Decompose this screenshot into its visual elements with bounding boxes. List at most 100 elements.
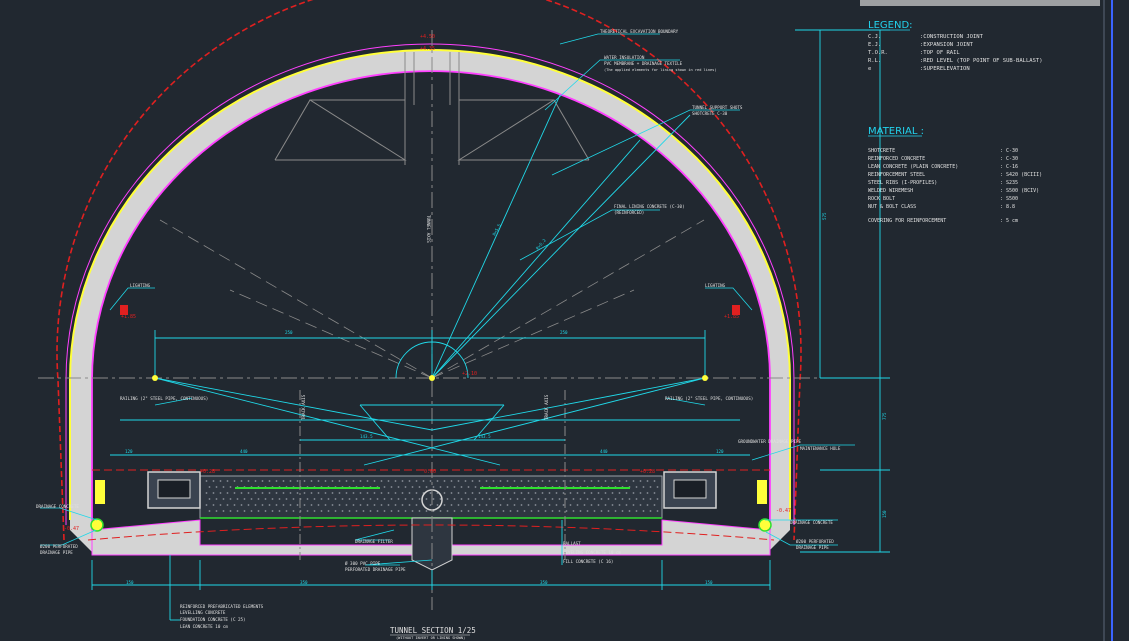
ballast-stone (450, 480, 453, 482)
ballast-stone (390, 486, 393, 488)
ballast-stone (492, 504, 495, 506)
ballast-stone (495, 498, 498, 500)
dim-h2: 150 (882, 510, 887, 518)
ballast-stone (282, 504, 285, 506)
right-lighting-fixture (732, 305, 740, 315)
ballast-stone (621, 510, 624, 512)
ballast-stone (565, 498, 568, 500)
ballast-stone (292, 510, 295, 512)
ballast-stone (450, 492, 453, 494)
label-fill-concrete: FILL CONCRETE (C 16) (563, 559, 613, 564)
ballast-stone (569, 504, 572, 506)
label-maintenance-hole: MAINTENANCE HOLE (800, 446, 841, 451)
ballast-stone (635, 498, 638, 500)
material-value: : S235 (1000, 180, 1018, 186)
material-value: : S500 (BCIV) (1000, 188, 1039, 194)
ballast-stone (383, 510, 386, 512)
ballast-stone (243, 498, 246, 500)
ballast-stone (376, 510, 379, 512)
ballast-stone (579, 510, 582, 512)
dim-bottom-mid-right: 350 (540, 580, 548, 585)
ballast-stone (390, 498, 393, 500)
waterproofing-line (69, 49, 791, 520)
ballast-stone (212, 480, 215, 482)
ballast-stone (415, 480, 418, 482)
drawing-caption: TUNNEL SECTION 1/25 (390, 626, 476, 635)
dim-gauge-right: 143.5 (478, 434, 491, 439)
ballast-stone (457, 480, 460, 482)
ballast-stone (474, 498, 477, 500)
invert-slab (91, 519, 771, 556)
label-final-lining-sub: (REINFORCED) (614, 210, 644, 215)
ballast-stone (345, 480, 348, 482)
ballast-stone (464, 504, 467, 506)
ballast-stone (453, 510, 456, 512)
ballast-stone (474, 486, 477, 488)
ballast-stone (387, 492, 390, 494)
legend-text: :EXPANSION JOINT (920, 42, 974, 48)
ballast-stone (278, 510, 281, 512)
ballast-stone (656, 510, 659, 512)
ballast-stone (544, 498, 547, 500)
ballast-stone (537, 510, 540, 512)
ballast-stone (579, 498, 582, 500)
ballast-stone (271, 498, 274, 500)
ballast-stone (289, 480, 292, 482)
label-lighting-right: LIGHTING (705, 283, 726, 288)
lining-outer-line (65, 43, 795, 525)
ballast-stone (653, 492, 656, 494)
ballast-stone (366, 492, 369, 494)
ballast-stone (649, 510, 652, 512)
legend-title: LEGEND: (868, 20, 913, 31)
ballast-stone (373, 504, 376, 506)
left-cable-duct (147, 471, 201, 509)
material-name: ROCK BOLT (868, 196, 895, 202)
ballast-stone (646, 492, 649, 494)
ballast-stone (383, 498, 386, 500)
ballast-stone (261, 504, 264, 506)
dim-gauge-left: 143.5 (360, 434, 373, 439)
ballast-stone (607, 498, 610, 500)
ballast-stone (429, 504, 432, 506)
ballast-stone (348, 510, 351, 512)
ballast-stone (205, 480, 208, 482)
ballast-stone (485, 492, 488, 494)
label-geotextile-note: (The applied elements for lining shown i… (604, 68, 717, 72)
ballast-stone (544, 510, 547, 512)
ballast-stone (310, 480, 313, 482)
ballast-stone (205, 492, 208, 494)
ballast-stone (639, 480, 642, 482)
ballast-stone (506, 504, 509, 506)
ballast-stone (408, 480, 411, 482)
ballast-stone (425, 510, 428, 512)
material-value: : S420 (BCIII) (1000, 172, 1042, 178)
lining-inner-line (91, 70, 771, 530)
ballast-stone (446, 486, 449, 488)
ballast-stone (446, 498, 449, 500)
ballast-stone (324, 504, 327, 506)
ballast-stone (646, 480, 649, 482)
ballast-stone (355, 510, 358, 512)
ballast-stone (628, 498, 631, 500)
ballast-stone (397, 510, 400, 512)
ballast-stone (625, 480, 628, 482)
ballast-stone (236, 498, 239, 500)
ballast-stone (523, 498, 526, 500)
ballast-stone (359, 480, 362, 482)
center-elev: +2.10 (462, 371, 477, 377)
label-bottom-1: REINFORCED PREFABRICATED ELEMENTS (180, 604, 264, 609)
ballast-stone (443, 492, 446, 494)
material-value: : S500 (1000, 196, 1018, 202)
ballast-stone (289, 492, 292, 494)
ballast-stone (548, 504, 551, 506)
ballast-stone (492, 492, 495, 494)
ballast-stone (285, 498, 288, 500)
material-name: STEEL RIBS (I-PROFILES) (868, 180, 937, 186)
ballast-stone (334, 510, 337, 512)
dim-half-left: 250 (285, 330, 293, 335)
ballast-stone (614, 498, 617, 500)
ballast-stone (313, 498, 316, 500)
ballast-stone (478, 480, 481, 482)
material-name: WELDED WIREMESH (868, 188, 913, 194)
